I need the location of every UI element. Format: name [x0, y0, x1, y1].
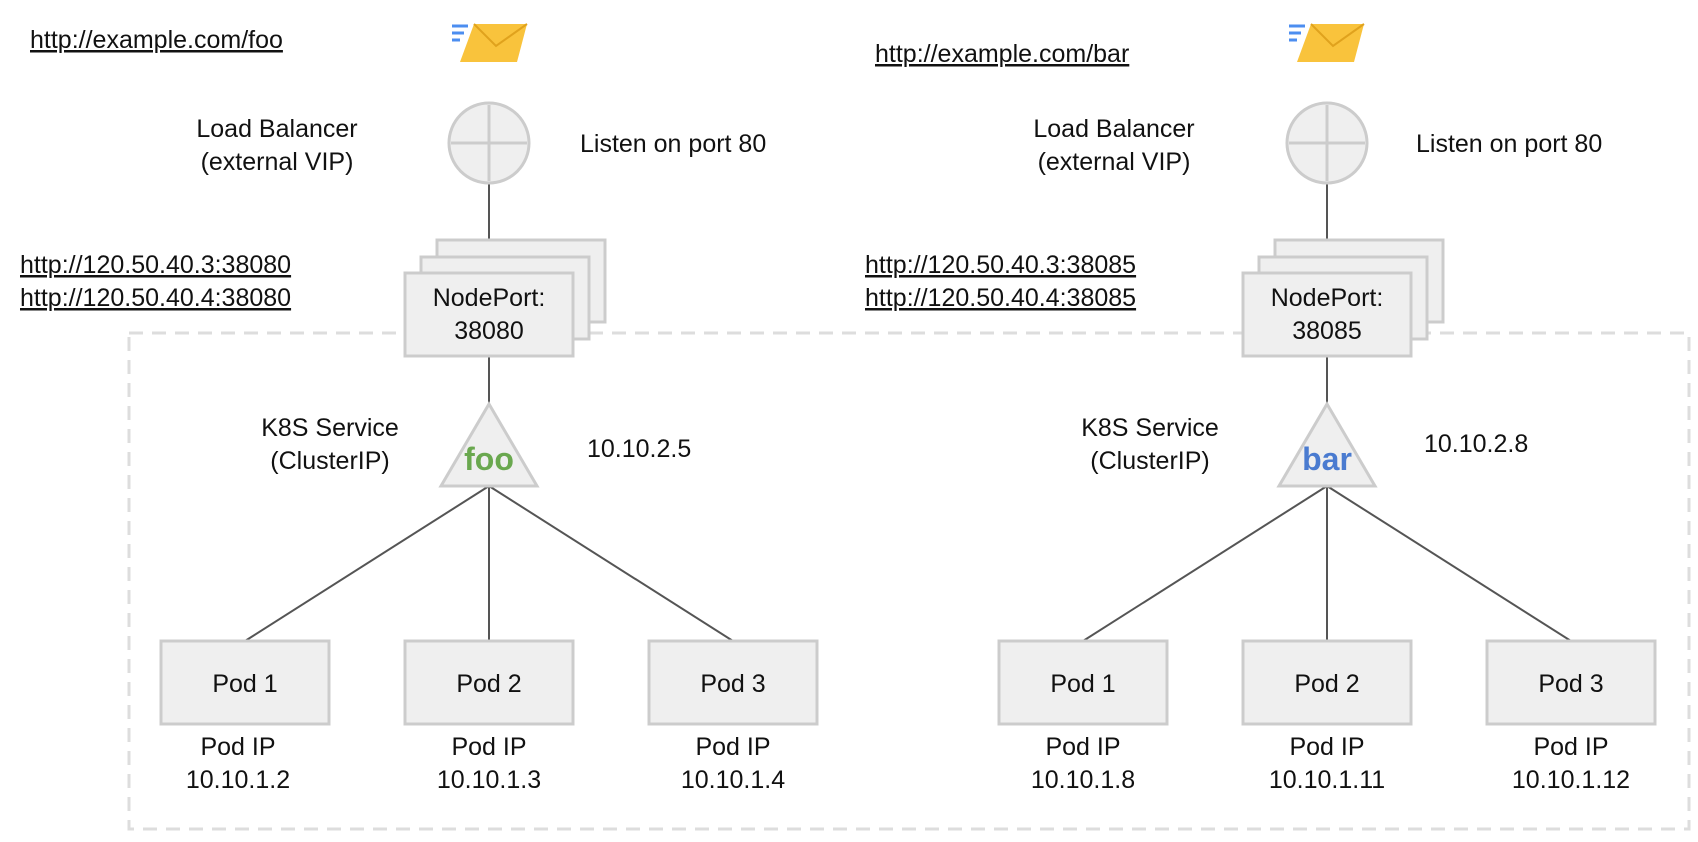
foo-service-triangle[interactable]: foo [438, 401, 540, 488]
foo-pod-3-ip-label: Pod IP [695, 733, 770, 761]
foo-service-to-pod3-line [488, 485, 734, 642]
foo-pod-2[interactable]: Pod 2 [403, 639, 575, 726]
bar-pod-2-ip: 10.10.1.11 [1269, 766, 1385, 794]
bar-pod-1-ip: 10.10.1.8 [1031, 766, 1135, 794]
bar-pod-2-ip-label: Pod IP [1289, 733, 1364, 761]
foo-pod-1[interactable]: Pod 1 [159, 639, 331, 726]
bar-nodeport-port: 38085 [1292, 317, 1362, 345]
bar-pod-3-ip-label: Pod IP [1533, 733, 1608, 761]
bar-pod-1-name: Pod 1 [1050, 670, 1115, 698]
foo-pod-2-ip-label: Pod IP [451, 733, 526, 761]
foo-service-label-line2: (ClusterIP) [270, 447, 389, 475]
foo-lb-label-line1: Load Balancer [196, 115, 357, 143]
foo-nodeport-box[interactable]: NodePort: 38080 [403, 238, 607, 358]
bar-pod-1[interactable]: Pod 1 [997, 639, 1169, 726]
foo-nodeport-label: NodePort: [433, 284, 546, 312]
bar-nodeport-url-1[interactable]: http://120.50.40.3:38085 [865, 251, 1136, 279]
cluster-boundary [127, 331, 1691, 831]
foo-service-label-line1: K8S Service [261, 414, 399, 442]
bar-lb-label-line1: Load Balancer [1033, 115, 1194, 143]
foo-lb-label-line2: (external VIP) [201, 148, 354, 176]
foo-service-to-pod1-line [244, 485, 490, 642]
bar-nodeport-url-2[interactable]: http://120.50.40.4:38085 [865, 284, 1136, 312]
foo-pod-1-ip: 10.10.1.2 [186, 766, 290, 794]
bar-stack: http://example.com/bar Load Balancer (ex… [865, 23, 1657, 794]
bar-service-label-line2: (ClusterIP) [1090, 447, 1209, 475]
foo-pod-2-ip: 10.10.1.3 [437, 766, 541, 794]
bar-pod-3-name: Pod 3 [1538, 670, 1603, 698]
bar-load-balancer-icon[interactable] [1285, 101, 1369, 185]
bar-pod-3[interactable]: Pod 3 [1485, 639, 1657, 726]
foo-pod-3[interactable]: Pod 3 [647, 639, 819, 726]
foo-listen-label: Listen on port 80 [580, 130, 766, 158]
bar-envelope-icon [1289, 23, 1365, 62]
bar-service-name: bar [1302, 441, 1352, 477]
bar-nodeport-label: NodePort: [1271, 284, 1384, 312]
foo-pod-3-name: Pod 3 [700, 670, 765, 698]
bar-service-label-line1: K8S Service [1081, 414, 1219, 442]
bar-nodeport-box[interactable]: NodePort: 38085 [1241, 238, 1445, 358]
foo-pod-1-name: Pod 1 [212, 670, 277, 698]
bar-pod-2-name: Pod 2 [1294, 670, 1359, 698]
bar-service-triangle[interactable]: bar [1276, 401, 1378, 488]
foo-pod-3-ip: 10.10.1.4 [681, 766, 785, 794]
bar-ingress-url[interactable]: http://example.com/bar [875, 40, 1129, 68]
foo-nodeport-port: 38080 [454, 317, 524, 345]
bar-service-to-pod3-line [1326, 485, 1572, 642]
foo-stack: http://example.com/foo Load Balancer (ex… [20, 23, 819, 794]
foo-envelope-icon [452, 23, 528, 62]
bar-lb-label-line2: (external VIP) [1038, 148, 1191, 176]
foo-pod-1-ip-label: Pod IP [200, 733, 275, 761]
bar-service-to-pod1-line [1082, 485, 1328, 642]
foo-load-balancer-icon[interactable] [447, 101, 531, 185]
bar-listen-label: Listen on port 80 [1416, 130, 1602, 158]
foo-service-name: foo [464, 441, 514, 477]
foo-nodeport-url-1[interactable]: http://120.50.40.3:38080 [20, 251, 291, 279]
foo-cluster-ip: 10.10.2.5 [587, 435, 691, 463]
foo-ingress-url[interactable]: http://example.com/foo [30, 26, 283, 54]
foo-nodeport-url-2[interactable]: http://120.50.40.4:38080 [20, 284, 291, 312]
bar-pod-3-ip: 10.10.1.12 [1512, 766, 1630, 794]
bar-pod-1-ip-label: Pod IP [1045, 733, 1120, 761]
bar-cluster-ip: 10.10.2.8 [1424, 430, 1528, 458]
bar-pod-2[interactable]: Pod 2 [1241, 639, 1413, 726]
foo-pod-2-name: Pod 2 [456, 670, 521, 698]
